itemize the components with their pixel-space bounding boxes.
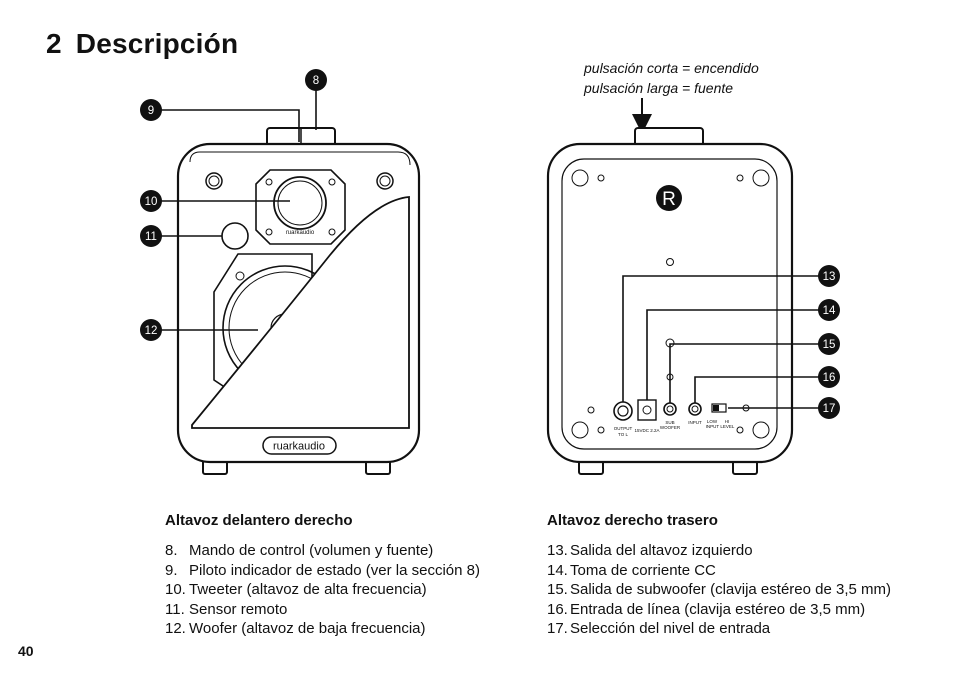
svg-text:9: 9 — [148, 105, 154, 117]
rear-connector-labels: OUTPUT TO L 15VDC 2.2A SUB WOOFER INPUT … — [614, 419, 735, 437]
rear-panel — [561, 158, 778, 450]
heading-number: 2 — [46, 28, 62, 59]
list-item: 8.Mando de control (volumen y fuente) — [165, 542, 434, 559]
svg-text:WOOFER: WOOFER — [660, 425, 681, 430]
callout-14: 14 — [818, 299, 840, 321]
callout-10: 10 — [140, 190, 162, 212]
screw-icon — [376, 172, 394, 190]
grille-cloth — [191, 196, 410, 429]
svg-text:INPUT: INPUT — [688, 420, 702, 425]
front-speaker-diagram: ruarkaudio ruarkaudio — [176, 127, 421, 475]
rear-legend-title: Altavoz derecho trasero — [547, 512, 718, 529]
callout-8: 8 — [305, 69, 327, 91]
front-logo: ruarkaudio — [273, 441, 325, 453]
callout-11: 11 — [140, 225, 162, 247]
svg-text:HI: HI — [725, 419, 730, 424]
svg-text:17: 17 — [823, 403, 836, 415]
svg-text:10: 10 — [145, 196, 158, 208]
svg-text:12: 12 — [145, 325, 158, 337]
list-item: 15.Salida de subwoofer (clavija estéreo … — [547, 581, 891, 599]
note-line-short-press: pulsación corta = encendido — [584, 60, 759, 76]
rear-speaker-diagram — [546, 98, 794, 475]
svg-text:14: 14 — [823, 305, 836, 317]
note-line-long-press: pulsación larga = fuente — [584, 80, 734, 96]
list-item: 14.Toma de corriente CC — [547, 561, 716, 579]
front-speaker-legend: Altavoz delantero derecho 8.Mando de con… — [165, 512, 480, 639]
right-channel-badge: R — [656, 185, 682, 211]
input-level-switch — [711, 403, 727, 413]
list-item: 13.Salida del altavoz izquierdo — [547, 542, 753, 559]
list-item: 16.Entrada de línea (clavija estéreo de … — [547, 600, 866, 618]
list-item: 17.Selección del nivel de entrada — [547, 620, 771, 638]
rear-cabinet — [546, 142, 794, 464]
svg-text:15: 15 — [823, 339, 836, 351]
callout-16: 16 — [818, 366, 840, 388]
callout-17: 17 — [818, 397, 840, 419]
list-item: 10.Tweeter (altavoz de alta frecuencia) — [165, 581, 427, 599]
list-item: 11.Sensor remoto — [165, 600, 288, 618]
list-item: 9.Piloto indicador de estado (ver la sec… — [165, 561, 480, 579]
svg-text:15VDC 2.2A: 15VDC 2.2A — [634, 428, 659, 433]
callout-9: 9 — [140, 99, 162, 121]
svg-text:INPUT LEVEL: INPUT LEVEL — [706, 424, 735, 429]
svg-text:LOW: LOW — [707, 419, 718, 424]
button-press-note: pulsación corta = encendido pulsación la… — [584, 58, 759, 98]
svg-text:16: 16 — [823, 372, 836, 384]
callout-15: 15 — [818, 333, 840, 355]
heading-title: Descripción — [75, 28, 239, 59]
rear-speaker-legend: Altavoz derecho trasero 13.Salida del al… — [547, 512, 891, 639]
speaker-diagrams: ruarkaudio ruarkaudio 8 9 10 11 — [140, 69, 840, 475]
callout-13: 13 — [818, 265, 840, 287]
callout-12: 12 — [140, 319, 162, 341]
page-number: 40 — [18, 643, 34, 659]
svg-text:OUTPUT: OUTPUT — [614, 426, 633, 431]
tweeter-plate — [255, 169, 346, 245]
svg-text:SUB: SUB — [665, 420, 674, 425]
tweeter-icon — [273, 176, 327, 230]
tweeter-logo: ruarkaudio — [286, 230, 315, 236]
svg-text:8: 8 — [313, 75, 319, 87]
rear-callouts — [622, 275, 819, 409]
svg-text:R: R — [662, 189, 676, 210]
list-item: 12.Woofer (altavoz de baja frecuencia) — [165, 620, 426, 638]
screw-icon — [205, 172, 223, 190]
svg-text:TO L: TO L — [618, 432, 628, 437]
front-callouts — [161, 90, 317, 331]
svg-text:11: 11 — [145, 231, 157, 243]
front-logo-badge — [262, 436, 337, 455]
svg-text:13: 13 — [823, 271, 836, 283]
page-heading: 2 Descripción — [46, 28, 238, 60]
front-legend-title: Altavoz delantero derecho — [165, 512, 353, 529]
